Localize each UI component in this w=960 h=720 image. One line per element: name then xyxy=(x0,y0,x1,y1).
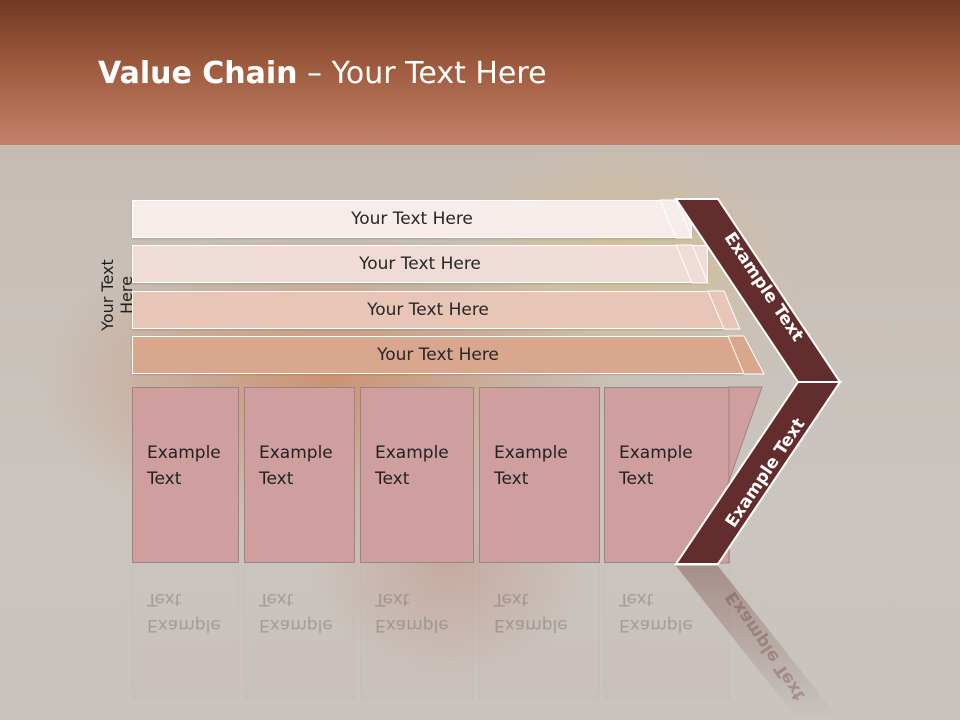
box-2-line2: Text xyxy=(259,469,294,489)
support-row-4[interactable]: Your Text Here xyxy=(132,336,744,374)
box-1-line2: Text xyxy=(147,469,182,489)
row-4-edge xyxy=(727,335,765,375)
row-2-edge xyxy=(675,244,709,284)
box-5-line2: Text xyxy=(619,469,654,489)
support-row-3[interactable]: Your Text Here xyxy=(132,291,724,329)
row-1-edge xyxy=(659,199,693,239)
support-row-2-label: Your Text Here xyxy=(359,254,481,274)
slide-title-rest: – Your Text Here xyxy=(297,56,547,91)
slide-title: Value Chain – Your Text Here xyxy=(98,56,547,91)
box-4-line2: Text xyxy=(494,469,529,489)
box-3-line2: Text xyxy=(375,469,410,489)
bottom-chevron[interactable] xyxy=(674,381,842,565)
box-4-line1: Example xyxy=(494,443,568,463)
support-row-4-label: Your Text Here xyxy=(377,345,499,365)
box-3-line1: Example xyxy=(375,443,449,463)
support-row-1-label: Your Text Here xyxy=(351,209,473,229)
support-row-3-label: Your Text Here xyxy=(367,300,489,320)
bottom-chevron-reflection xyxy=(676,566,840,720)
support-row-2[interactable]: Your Text Here xyxy=(132,245,708,283)
support-row-1[interactable]: Your Text Here xyxy=(132,200,692,238)
box-2-line1: Example xyxy=(259,443,333,463)
slide-title-bold: Value Chain xyxy=(98,56,298,91)
title-bar: Value Chain – Your Text Here xyxy=(0,0,960,145)
row-3-edge xyxy=(707,290,741,330)
box-1-line1: Example xyxy=(147,443,221,463)
box-5-line1: Example xyxy=(619,443,693,463)
